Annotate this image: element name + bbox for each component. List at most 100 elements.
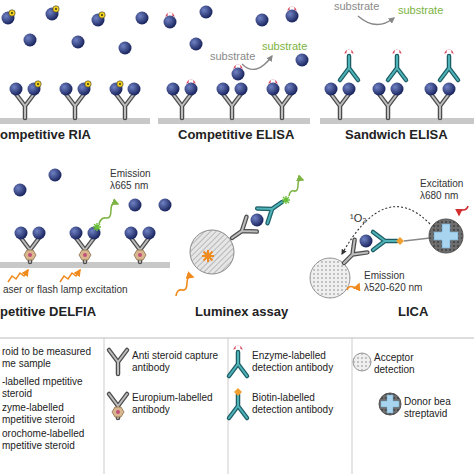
competitive-elisa-panel-part [185,83,198,96]
delfia-panel-part [134,250,146,260]
delfia-panel [0,169,172,283]
ria-panel-part [117,81,123,87]
legend-symbols-part [379,393,401,415]
singlet-oxygen-label: ¹O₂ [350,212,367,224]
substrate-label: substrate [262,40,307,52]
ria-panel-part [53,6,59,12]
excitation-label: Excitation λ680 nm [420,178,474,202]
legend-symbols-part [234,388,242,396]
luminex-panel-part [251,214,264,227]
panel-title: petitive DELFIA [0,304,96,319]
legend-symbols-part [234,345,243,350]
luminex-panel-part [176,277,193,296]
legend-symbols-part [109,394,127,418]
sandwich-elisa-panel-part [325,83,338,96]
substrate-label: substrate [210,50,255,62]
luminex-panel-part [289,180,303,196]
delfia-panel-part [131,238,149,262]
sandwich-elisa-panel-part [391,83,404,96]
legend-frame [0,338,474,474]
competitive-elisa-panel-part [235,83,248,96]
delfia-panel-part [15,227,28,240]
ria-panel-part [136,12,149,25]
delfia-panel-part [24,250,36,260]
ria-panel-part [128,83,141,96]
lica-panel-part [429,219,463,253]
panel-title: Competitive ELISA [178,127,294,142]
delfia-panel-part [93,223,101,231]
competitive-elisa-panel-part [267,83,280,96]
legend-text: zyme-labelled mpetitive steroid [2,402,102,426]
panel-title: ompetitive RIA [0,127,91,142]
lica-panel-part [373,232,397,250]
sandwich-elisa-panel-part [331,94,349,118]
competitive-elisa-panel-part [200,6,213,19]
delfia-panel-part [99,203,118,224]
legend-symbols-part [381,395,399,413]
competitive-elisa-panel-part [217,83,230,96]
ria-panel-part [60,83,73,96]
substrate-label: substrate [334,0,379,12]
legend-frame-part [228,338,229,474]
excitation-label: aser or flash lamp excitation [3,284,128,296]
delfia-panel-part [21,238,39,262]
ria-panel [0,6,150,124]
sandwich-elisa-panel-part [393,49,402,54]
competitive-elisa-panel [158,6,310,125]
panel-title: Sandwich ELISA [345,127,448,142]
competitive-elisa-panel-part [256,14,269,27]
competitive-elisa-panel-part [173,94,191,118]
ria-panel-part [16,94,34,118]
panel-title: LICA [398,304,428,319]
delfia-panel-part [33,227,46,240]
sandwich-elisa-panel-part [431,94,449,118]
legend-frame-part [352,338,353,474]
legend-text: -labelled mpetitive steroid [2,376,102,400]
lica-panel-part [342,207,430,254]
legend-text: Acceptor detection [374,352,436,376]
delfia-panel-part [79,250,91,260]
legend-text: Biotin-labelled detection antibody [252,392,350,416]
emission-label: Emission λ520-620 nm [364,270,426,294]
legend-text: Enzyme-labelled detection antibody [252,350,350,374]
competitive-elisa-panel-part [232,68,245,81]
ria-panel-part [99,12,105,18]
panel-title: Luminex assay [195,304,288,319]
delfia-panel-part [129,199,142,212]
luminex-panel [176,180,303,296]
competitive-elisa-panel-part [269,79,278,84]
ria-panel-part [119,42,132,55]
legend-symbols-part [353,353,371,371]
substrate-label: substrate [398,4,443,16]
ria-panel-part [116,94,134,118]
lica-panel-part [347,284,359,290]
lica-panel-part [396,237,404,245]
legend-symbols-part [109,350,127,374]
lica-panel-part [459,206,468,215]
legend-symbols-part [112,407,124,417]
competitive-elisa-panel-part [273,94,291,118]
luminex-panel-part [282,196,290,204]
luminex-panel-part [202,250,214,262]
delfia-panel-part [60,270,80,282]
competitive-elisa-panel-part [190,38,203,51]
ria-panel-part [66,94,84,118]
lica-panel [310,206,468,298]
delfia-panel-part [49,169,62,182]
competitive-elisa-panel-part [164,16,177,29]
competitive-elisa-panel-part [234,64,243,69]
delfia-panel-part [76,238,94,262]
competitive-elisa-panel-part [286,10,299,23]
luminex-panel-part [257,195,287,224]
sandwich-elisa-panel-part [358,16,394,25]
competitive-elisa-panel-part [296,54,309,67]
competitive-elisa-panel-part [167,83,180,96]
sandwich-elisa-panel-part [440,56,458,80]
sandwich-elisa-panel-part [443,83,456,96]
delfia-panel-part [8,270,28,282]
competitive-elisa-panel-part [166,12,175,17]
lica-panel-part [360,235,373,248]
lica-panel-part [434,224,458,248]
